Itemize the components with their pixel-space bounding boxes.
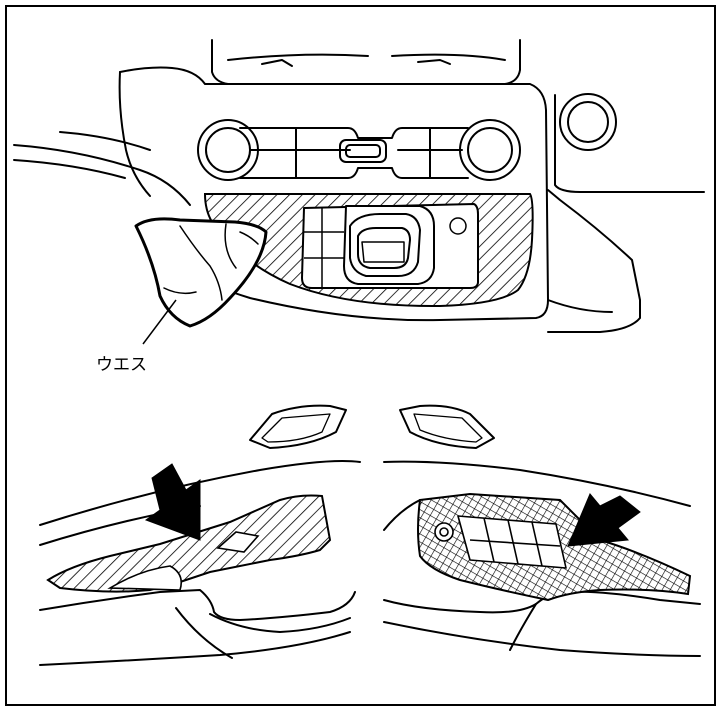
center-console [13,39,705,333]
left-switch-button [216,531,260,553]
left-door-trim [39,460,361,666]
left-arrow [144,463,201,541]
cloth-illustration [134,217,268,328]
window-switch-panel [434,515,567,569]
door-handles [249,404,495,449]
left-trim-recess [107,565,183,591]
left-hatched-trim [46,494,332,593]
outer-border [5,5,716,706]
right-door-trim [383,460,701,657]
callout-leader-line [142,299,177,345]
shift-switch-block [301,203,479,289]
right-arrow [567,493,641,547]
cloth-label: ウエス [96,355,147,375]
